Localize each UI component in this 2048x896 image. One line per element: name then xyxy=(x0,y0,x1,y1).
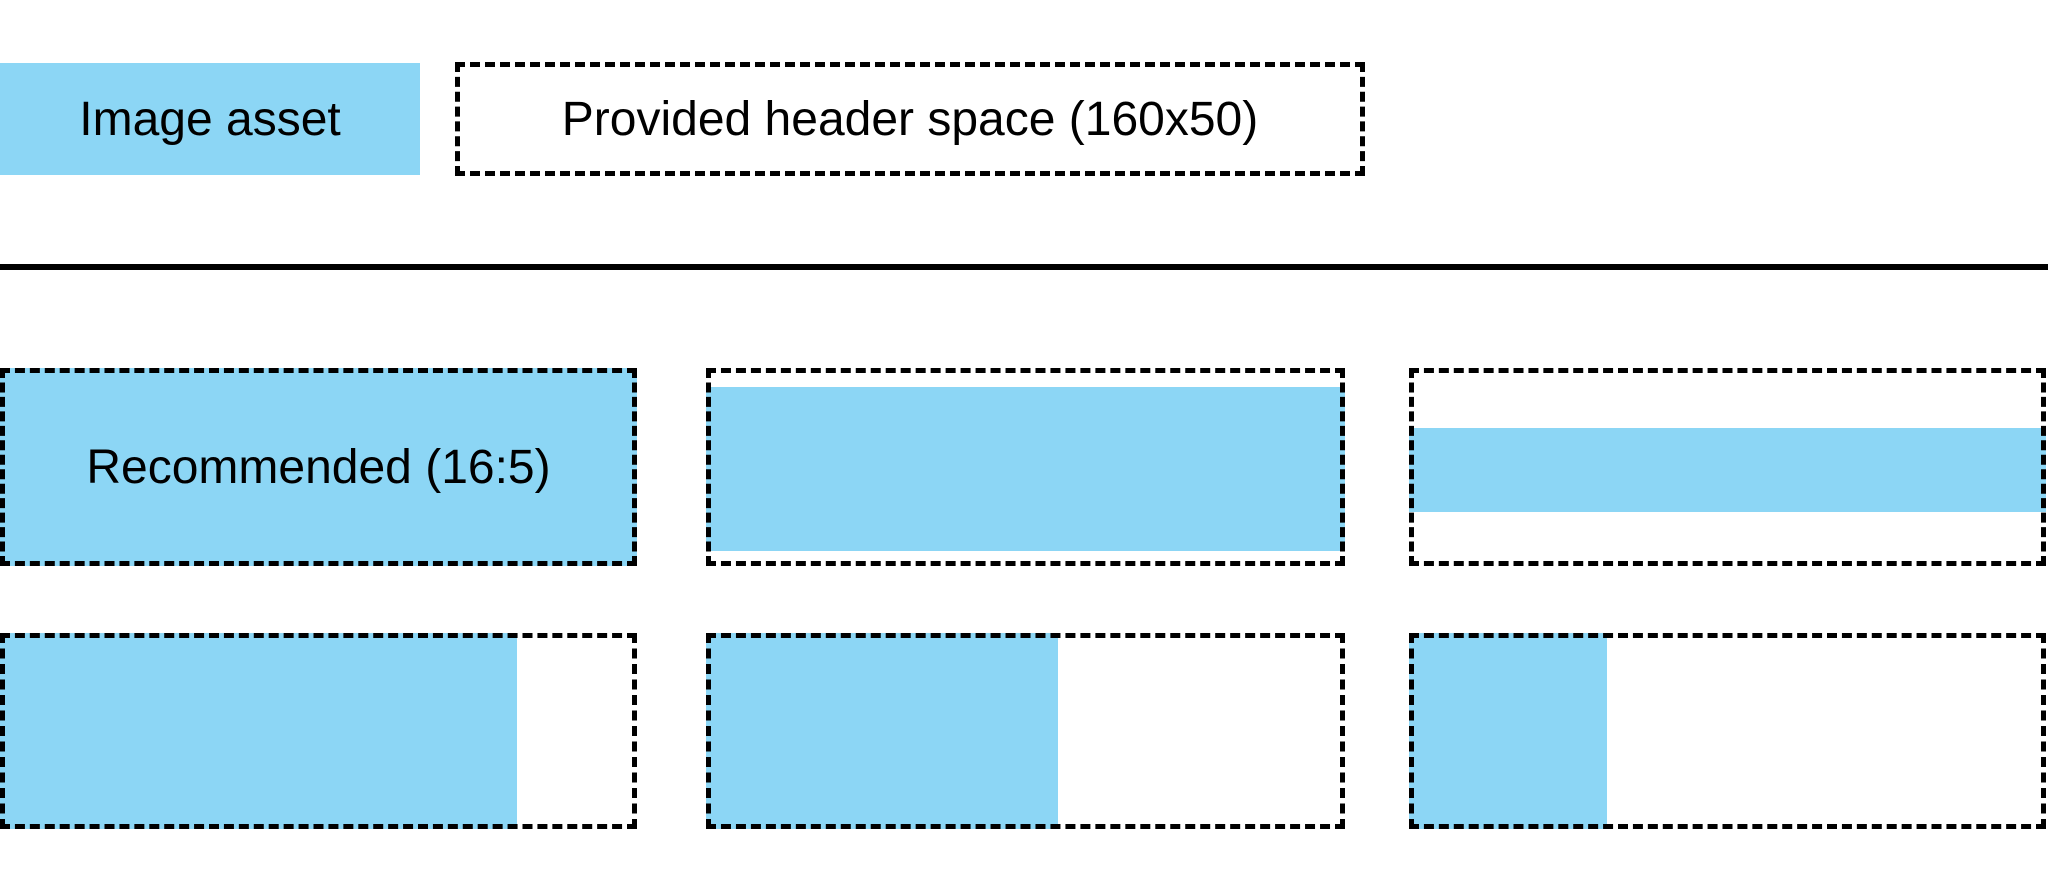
legend-image-asset-label: Image asset xyxy=(79,92,341,146)
example-extra-wide-asset xyxy=(1409,368,2046,566)
recommended-label: Recommended (16:5) xyxy=(86,440,551,494)
example-tall-asset-large xyxy=(0,633,637,829)
image-asset-fill xyxy=(0,633,517,829)
legend-image-asset-swatch: Image asset xyxy=(0,63,420,175)
section-divider xyxy=(0,264,2048,270)
legend-header-space-label: Provided header space (160x50) xyxy=(561,92,1259,146)
example-recommended-16-5: Recommended (16:5) xyxy=(0,368,637,566)
example-tall-asset-medium xyxy=(706,633,1345,829)
image-asset-fill xyxy=(1409,428,2046,512)
example-tall-asset-small xyxy=(1409,633,2046,829)
image-asset-fill xyxy=(706,387,1345,551)
image-asset-fill xyxy=(1409,633,1607,829)
image-asset-fill xyxy=(0,368,637,566)
example-wide-asset xyxy=(706,368,1345,566)
image-asset-fill xyxy=(706,633,1058,829)
legend-header-space-box: Provided header space (160x50) xyxy=(455,62,1365,176)
